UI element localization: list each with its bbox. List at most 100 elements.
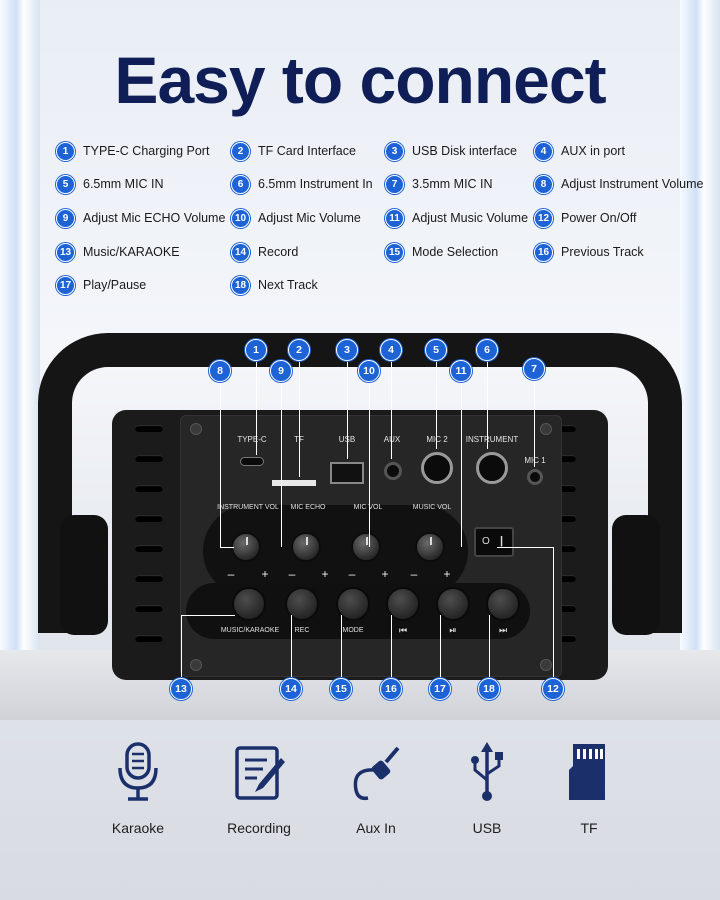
sd-card-icon bbox=[569, 744, 605, 800]
callout-line bbox=[440, 615, 441, 677]
number-badge: 2 bbox=[231, 141, 250, 161]
vent-slots-left bbox=[135, 425, 177, 675]
next-track-icon: ⏭ bbox=[498, 625, 508, 635]
minus-label: – bbox=[348, 567, 356, 581]
legend-label: Play/Pause bbox=[83, 278, 147, 292]
callout-line bbox=[181, 615, 182, 677]
callout-line bbox=[291, 615, 292, 677]
callout-line bbox=[534, 379, 535, 467]
instrument-volume-knob[interactable] bbox=[231, 532, 261, 562]
speaker-rear-panel-illustration: TYPE-C TF USB AUX MIC 2 INSTRUMENT MIC 1… bbox=[0, 325, 720, 700]
minus-label: – bbox=[410, 567, 418, 581]
callout-line bbox=[181, 615, 235, 616]
number-badge: 9 bbox=[270, 360, 292, 382]
knob-label-instrument-vol: INSTRUMENT VOL bbox=[217, 504, 279, 511]
instrument-jack bbox=[476, 452, 508, 484]
mic-echo-knob[interactable] bbox=[291, 532, 321, 562]
number-badge: 3 bbox=[336, 339, 358, 361]
previous-track-icon: ⏮ bbox=[398, 625, 408, 635]
callout-line bbox=[553, 547, 554, 677]
legend-label: Music/KARAOKE bbox=[83, 245, 180, 259]
music-volume-knob[interactable] bbox=[415, 532, 445, 562]
feature-label: USB bbox=[472, 820, 502, 836]
legend-label: Mode Selection bbox=[412, 245, 499, 259]
background-light-panel-left bbox=[0, 0, 40, 680]
record-button[interactable] bbox=[285, 587, 319, 621]
legend-label: AUX in port bbox=[561, 144, 625, 158]
number-badge: 17 bbox=[429, 678, 451, 700]
callout-14: 14 bbox=[280, 678, 302, 700]
feature-label: Aux In bbox=[356, 820, 396, 836]
typec-port bbox=[240, 457, 264, 466]
play-pause-icon: ⏯ bbox=[449, 625, 457, 635]
legend-label: Previous Track bbox=[561, 245, 644, 259]
callout-6: 6 bbox=[476, 339, 498, 361]
callout-2: 2 bbox=[288, 339, 310, 361]
feature-recording: Recording bbox=[204, 740, 314, 836]
legend-item: 3 USB Disk interface bbox=[385, 141, 517, 161]
plus-label: + bbox=[321, 567, 329, 581]
number-badge: 17 bbox=[56, 275, 75, 295]
port-label-typec: TYPE-C bbox=[237, 435, 267, 444]
next-track-button[interactable] bbox=[486, 587, 520, 621]
number-badge: 13 bbox=[56, 242, 75, 262]
number-badge: 9 bbox=[56, 208, 75, 228]
usb-icon bbox=[471, 742, 503, 801]
callout-17: 17 bbox=[429, 678, 451, 700]
number-badge: 10 bbox=[358, 360, 380, 382]
play-pause-button[interactable] bbox=[436, 587, 470, 621]
legend-item: 13 Music/KARAOKE bbox=[56, 242, 180, 262]
feature-tf: TF bbox=[534, 740, 644, 836]
power-switch[interactable]: O | bbox=[474, 527, 514, 557]
callout-7: 7 bbox=[523, 358, 545, 380]
usb-port bbox=[330, 462, 364, 484]
callout-13: 13 bbox=[170, 678, 192, 700]
feature-icons-row: Karaoke Recording Aux In USB bbox=[0, 740, 720, 850]
callout-line bbox=[347, 359, 348, 459]
minus-label: – bbox=[288, 567, 296, 581]
callout-line bbox=[489, 615, 490, 677]
number-badge: 7 bbox=[385, 174, 404, 194]
callout-11: 11 bbox=[450, 360, 472, 382]
number-badge: 6 bbox=[231, 174, 250, 194]
number-badge: 8 bbox=[534, 174, 553, 194]
legend-item: 16 Previous Track bbox=[534, 242, 644, 262]
background-light-panel-right bbox=[680, 0, 720, 680]
screw bbox=[540, 659, 552, 671]
number-badge: 16 bbox=[534, 242, 553, 262]
switch-off-mark: O bbox=[482, 536, 490, 547]
number-badge: 18 bbox=[231, 275, 250, 295]
screw bbox=[190, 659, 202, 671]
port-label-mic1: MIC 1 bbox=[524, 456, 546, 465]
recording-icon bbox=[235, 746, 285, 800]
feature-label: Recording bbox=[227, 820, 291, 836]
number-badge: 12 bbox=[542, 678, 564, 700]
number-badge: 3 bbox=[385, 141, 404, 161]
button-label-music-karaoke: MUSIC/KARAOKE bbox=[220, 627, 280, 634]
legend-label: USB Disk interface bbox=[412, 144, 517, 158]
mic2-jack bbox=[421, 452, 453, 484]
callout-line bbox=[341, 615, 342, 677]
mic1-jack bbox=[527, 469, 543, 485]
vent-slots-right bbox=[548, 425, 590, 675]
callout-8: 8 bbox=[209, 360, 231, 382]
callout-12: 12 bbox=[542, 678, 564, 700]
music-karaoke-button[interactable] bbox=[232, 587, 266, 621]
callout-line bbox=[369, 381, 370, 547]
handle-mount-left bbox=[60, 515, 108, 635]
feature-karaoke: Karaoke bbox=[83, 740, 193, 836]
callout-line bbox=[436, 359, 437, 449]
mic-volume-knob[interactable] bbox=[351, 532, 381, 562]
number-badge: 1 bbox=[56, 141, 75, 161]
button-label-rec: REC bbox=[294, 627, 310, 634]
callout-line bbox=[256, 359, 257, 455]
tf-card-slot bbox=[272, 480, 316, 486]
number-badge: 6 bbox=[476, 339, 498, 361]
